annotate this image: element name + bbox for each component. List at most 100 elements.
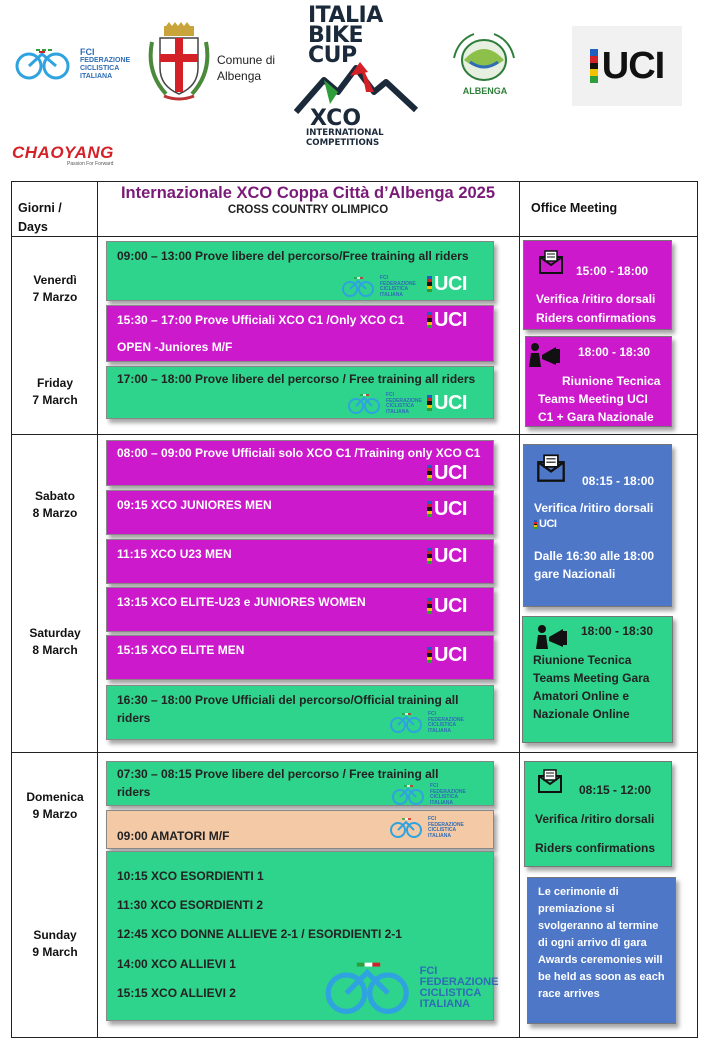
office-text: be held as soon as each <box>538 971 665 983</box>
uci-mini-word: UCI <box>539 518 557 530</box>
office-text: Riders confirmations <box>535 841 656 855</box>
fci-bike-icon <box>15 49 70 80</box>
column-header-days-line: Days <box>18 220 48 234</box>
event-text: 09:15 XCO JUNIORES MEN <box>117 498 272 512</box>
uci-mini-word: UCI <box>434 462 467 484</box>
day-date: 7 March <box>32 393 78 407</box>
day-name: Sunday <box>33 928 77 942</box>
office-text: premiazione si <box>538 903 615 915</box>
fci-mini-line: CICLISTICA <box>430 794 459 800</box>
fci-mini-line: FEDERAZIONE <box>419 976 499 988</box>
office-text: Verifica /ritiro dorsali <box>534 501 654 515</box>
envelope-icon <box>537 454 565 482</box>
office-text: gare Nazionali <box>534 567 616 581</box>
day-label-friday-it: Venerdì 7 Marzo <box>12 272 98 306</box>
table-column-divider <box>97 181 98 1038</box>
event-text: 09:00 – 13:00 Prove libere del percorso/… <box>117 249 469 263</box>
office-text: race arrives <box>538 988 600 1000</box>
fci-mini-line: FEDERAZIONE <box>428 716 464 723</box>
albenga-crest-logo <box>148 22 210 101</box>
fci-mini-line: ITALIANA <box>419 998 471 1010</box>
comune-label: Comune di Albenga <box>217 52 275 84</box>
event-text: riders <box>117 711 151 725</box>
fci-bike-icon <box>348 394 380 414</box>
fci-mini-line: ITALIANA <box>380 291 403 298</box>
fci-mini-line: FCI <box>428 816 437 822</box>
fci-bike-icon <box>325 962 409 1014</box>
event-sat-women: 13:15 XCO ELITE-U23 e JUNIORES WOMEN UCI <box>106 587 494 632</box>
office-text: Nazionale Online <box>533 707 630 721</box>
uci-word: UCI <box>601 44 665 87</box>
fci-mini-line: FEDERAZIONE <box>430 788 466 795</box>
day-date: 8 March <box>32 643 78 657</box>
uci-logo: UCI <box>572 26 682 106</box>
office-text: Amatori Online e <box>533 689 630 703</box>
uci-mini-logo: UCI <box>427 499 467 519</box>
uci-rainbow-icon <box>427 548 432 565</box>
table-border-right <box>697 181 698 1038</box>
event-sat-u23-men: 11:15 XCO U23 MEN UCI <box>106 539 494 584</box>
fci-mini-line: ITALIANA <box>428 832 451 839</box>
column-header-days: Giorni / Days <box>18 199 62 237</box>
table-divider <box>11 236 698 237</box>
day-label-saturday-it: Sabato 8 Marzo <box>12 488 98 522</box>
fci-mini-line: FEDERAZIONE <box>386 397 422 404</box>
event-text: 13:15 XCO ELITE-U23 e JUNIORES WOMEN <box>117 595 366 609</box>
fci-mini-line: FCI <box>380 275 389 281</box>
chaoyang-tagline: Passion For Forward <box>67 161 114 167</box>
event-text: OPEN -Juniores M/F <box>117 340 233 354</box>
fci-mini-line: CICLISTICA <box>428 722 457 728</box>
uci-mini-logo: UCI <box>427 393 467 413</box>
office-time: 18:00 - 18:30 <box>578 345 651 359</box>
uci-rainbow-icon <box>427 312 432 329</box>
fci-short: FCI <box>80 47 95 57</box>
event-text: 15:30 – 17:00 Prove Ufficiali XCO C1 /On… <box>117 313 405 327</box>
event-sat-official-training-c1: 08:00 – 09:00 Prove Ufficiali solo XCO C… <box>106 440 494 486</box>
ibc-line: CUP <box>308 43 357 68</box>
fci-mini-line: CICLISTICA <box>428 827 457 833</box>
fci-mini-line: FCI <box>428 711 437 717</box>
table-divider <box>11 434 698 435</box>
office-time: 18:00 - 18:30 <box>581 624 654 638</box>
office-sat-confirmations: 08:15 - 18:00 Verifica /ritiro dorsali U… <box>523 444 672 607</box>
event-text: 10:15 XCO ESORDIENTI 1 <box>117 869 264 883</box>
fci-logo: FCI FEDERAZIONE CICLISTICA ITALIANA <box>14 42 144 86</box>
event-text: 15:15 XCO ELITE MEN <box>117 643 245 657</box>
fci-line: CICLISTICA <box>80 65 120 72</box>
envelope-icon <box>538 769 562 793</box>
uci-rainbow-icon <box>427 598 432 615</box>
megaphone-icon <box>536 625 567 649</box>
uci-mini-logo: UCI <box>427 645 467 665</box>
day-date: 8 Marzo <box>32 506 78 520</box>
office-sun-awards-notice: Le cerimonie di premiazione si svolgeran… <box>527 877 676 1024</box>
office-text: Awards ceremonies will <box>538 954 663 966</box>
fci-mini-line: CICLISTICA <box>419 987 482 999</box>
day-name: Saturday <box>29 626 81 640</box>
chaoyang-logo: CHAOYANG Passion For Forward <box>12 143 114 167</box>
comune-line2: Albenga <box>217 69 262 83</box>
fci-mini-line: FEDERAZIONE <box>380 280 416 287</box>
fci-mini-line: ITALIANA <box>430 799 453 806</box>
table-border-left <box>11 181 12 1038</box>
fci-bike-icon <box>342 277 374 297</box>
column-header-office: Office Meeting <box>531 201 618 215</box>
event-sat-official-training-all: 16:30 – 18:00 Prove Ufficiali del percor… <box>106 685 494 740</box>
fci-mini-line: FEDERAZIONE <box>428 821 464 828</box>
fci-mini-line: FCI <box>430 783 439 789</box>
event-fri-free-training-morning: 09:00 – 13:00 Prove libere del percorso/… <box>106 241 494 301</box>
column-header-days-line: Giorni / <box>18 201 62 215</box>
uci-rainbow-icon <box>427 395 432 412</box>
office-text: Verifica /ritiro dorsali <box>535 812 655 826</box>
uci-rainbow-icon <box>427 647 432 664</box>
uci-mini-logo: UCI <box>427 310 467 330</box>
office-text: C1 + Gara Nazionale <box>538 410 654 424</box>
xco-title: XCO <box>310 106 362 131</box>
event-text: 17:00 – 18:00 Prove libere del percorso … <box>117 372 476 386</box>
event-text: 14:00 XCO ALLIEVI 1 <box>117 957 236 971</box>
xco-sub-line: INTERNATIONAL <box>306 128 384 138</box>
